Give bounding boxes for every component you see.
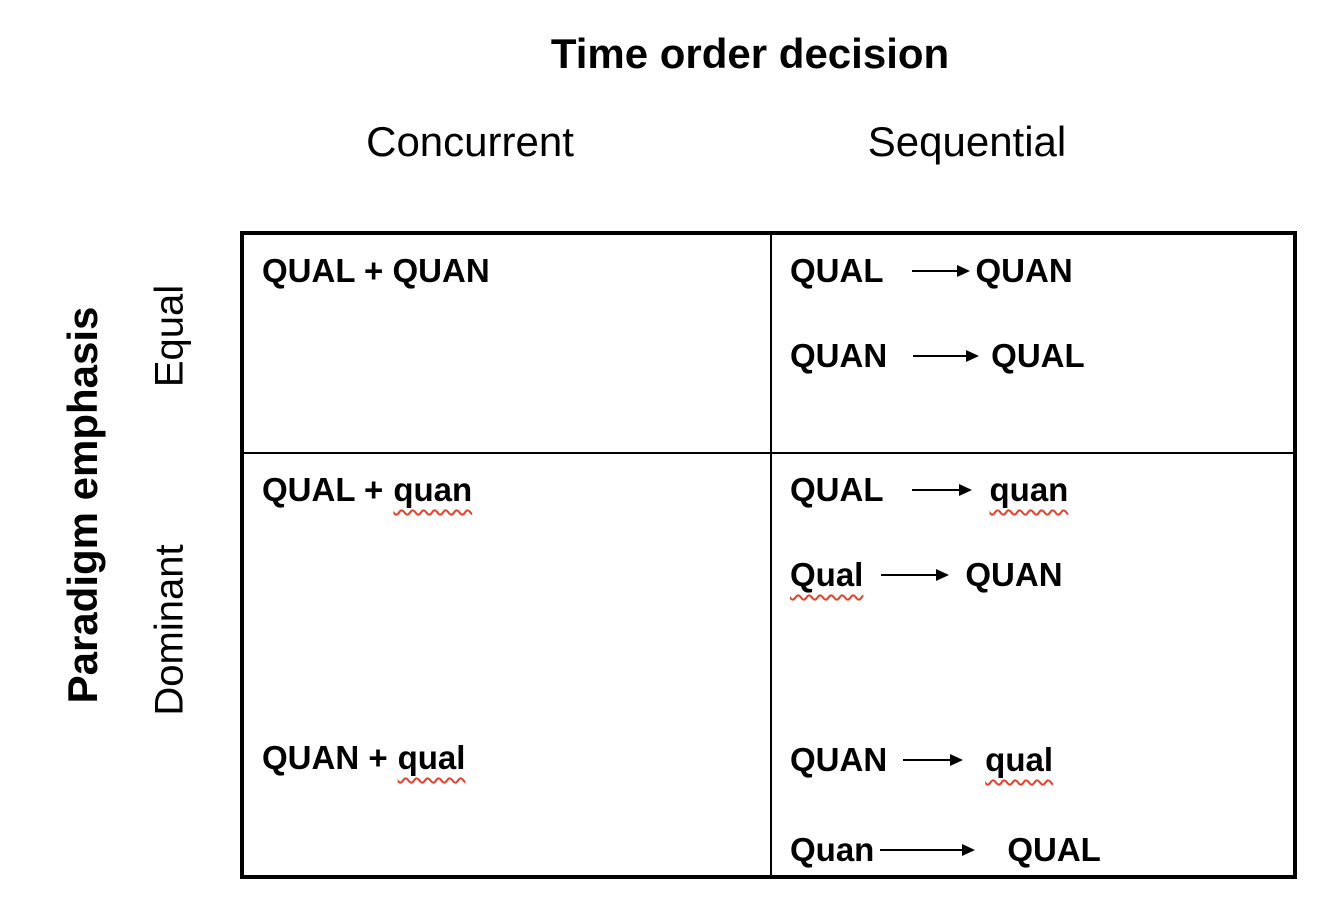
seq-to-label: QUAL [991, 337, 1085, 374]
row-axis-label: Paradigm emphasis [59, 306, 106, 704]
slide-title: Time order decision [550, 30, 950, 77]
seq-to-label: quan [989, 471, 1069, 508]
column-header-sequential: Sequential [867, 118, 1067, 165]
mix-word-label: quan [393, 471, 473, 508]
arrow-head [966, 350, 980, 362]
column-header-concurrent: Concurrent [366, 118, 574, 165]
sequence-row: Qual QUAN [790, 555, 1275, 595]
design-matrix-table: QUAL + QUAN QUAL QUAN QUAN QUAL QUAL + q… [240, 231, 1297, 879]
seq-to-label: QUAL [1007, 831, 1101, 868]
mix-prefix-label: QUAN + [262, 739, 388, 776]
sequence-row: QUAL QUAN [790, 251, 1275, 291]
mix-row: QUAL + quan [262, 470, 752, 510]
seq-from-label: QUAN [790, 337, 888, 374]
seq-to-label: qual [985, 741, 1054, 778]
mix-prefix-label: QUAL + [262, 471, 384, 508]
right-arrow-icon [911, 265, 970, 277]
arrow-line [881, 574, 938, 576]
cell-equal-concurrent: QUAL + QUAN [244, 235, 772, 454]
arrow-line [880, 849, 964, 851]
arrow-head [936, 569, 950, 581]
arrow-head [962, 844, 976, 856]
arrow-line [903, 759, 952, 761]
design-text: QUAL + QUAN [262, 252, 490, 289]
row-label-equal: Equal [147, 284, 192, 388]
sequence-row: Quan QUAL [790, 830, 1275, 870]
right-arrow-icon [911, 484, 972, 496]
sequence-row: QUAN QUAL [790, 336, 1275, 376]
right-arrow-icon [903, 754, 964, 766]
sequence-row: QUAL quan [790, 470, 1275, 510]
mix-word-label: qual [397, 739, 466, 776]
cell-equal-sequential: QUAL QUAN QUAN QUAL [772, 235, 1293, 454]
seq-from-label: Qual [790, 556, 864, 593]
cell-dominant-concurrent: QUAL + quan QUAN + qual [244, 454, 772, 875]
arrow-head [950, 754, 964, 766]
cell-dominant-sequential: QUAL quan Qual QUAN QUAN qual Quan QUAL [772, 454, 1293, 875]
seq-to-label: QUAN [965, 556, 1063, 593]
seq-from-label: Quan [790, 831, 875, 868]
arrow-head [958, 484, 972, 496]
seq-from-label: QUAL [790, 252, 884, 289]
seq-from-label: QUAN [790, 741, 888, 778]
row-label-dominant: Dominant [147, 544, 192, 716]
mix-row: QUAN + qual [262, 738, 752, 778]
seq-to-label: QUAN [975, 252, 1073, 289]
arrow-line [913, 355, 968, 357]
right-arrow-icon [881, 569, 950, 581]
arrow-line [911, 270, 958, 272]
arrow-line [911, 489, 960, 491]
arrow-head [956, 265, 970, 277]
right-arrow-icon [880, 844, 976, 856]
sequence-row: QUAN qual [790, 740, 1275, 780]
seq-from-label: QUAL [790, 471, 884, 508]
right-arrow-icon [913, 350, 980, 362]
